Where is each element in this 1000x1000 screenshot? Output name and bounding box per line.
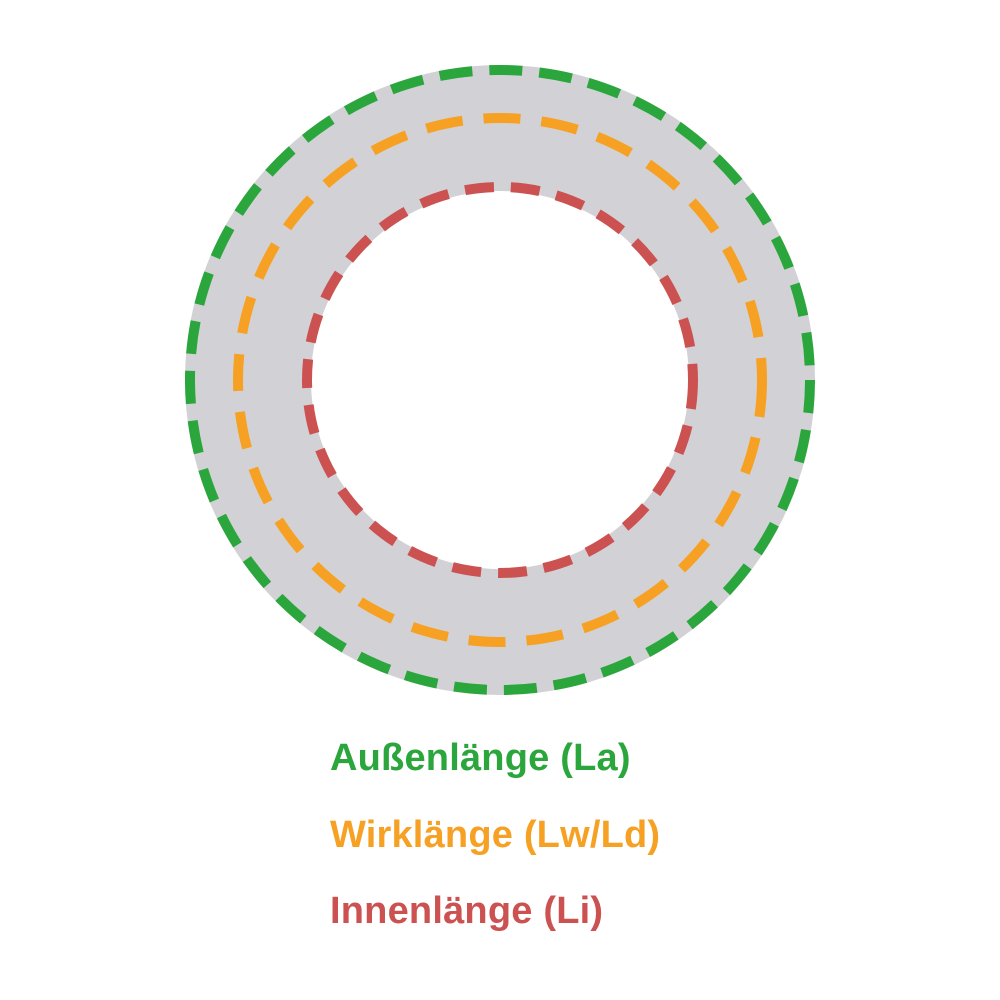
effective-length-label: Wirklänge (Lw/Ld) [330, 813, 661, 856]
outer-length-circle [185, 65, 815, 695]
belt-ring [185, 65, 815, 695]
inner-length-label: Innenlänge (Li) [330, 890, 604, 933]
outer-length-label: Außenlänge (La) [330, 737, 631, 779]
legend: Außenlänge (La) Wirklänge (Lw/Ld) Innenl… [330, 736, 660, 935]
inner-length-circle [302, 182, 698, 578]
effective-length-circle [233, 113, 767, 647]
